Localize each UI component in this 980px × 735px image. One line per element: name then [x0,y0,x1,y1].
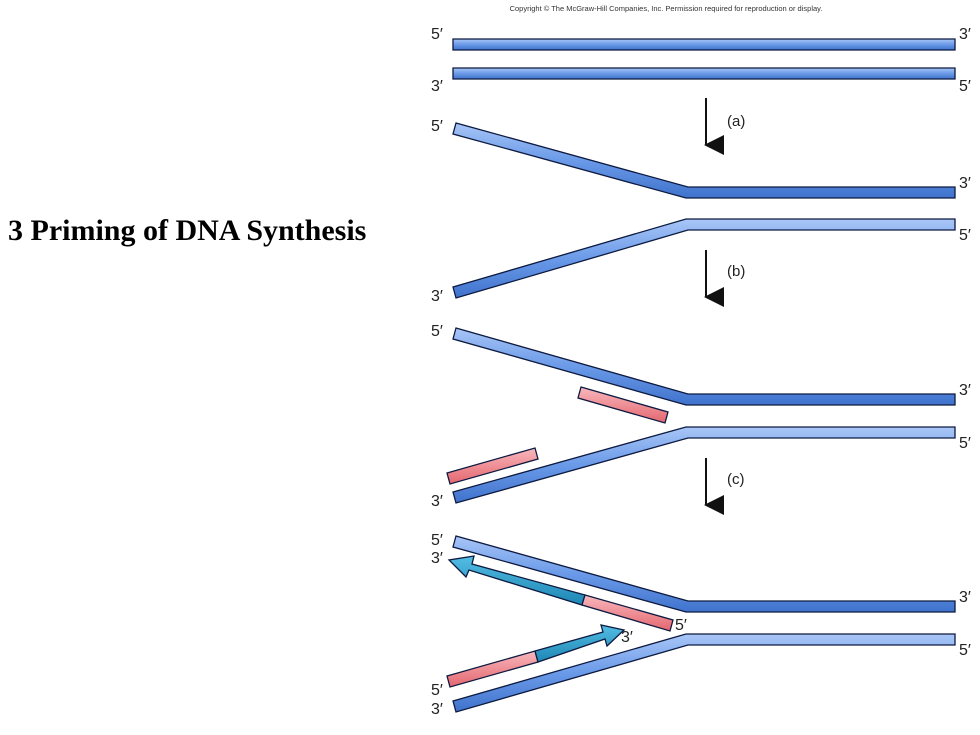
dna-strand-top [452,38,956,51]
end-label-5prime: 5′ [431,532,443,549]
copyright-notice: Copyright © The McGraw-Hill Companies, I… [510,4,823,13]
dna-strand-top [452,122,956,199]
synthesis-strands: 5′ 3′ 3′ 5′ 3′ 5′ 5′ 3′ [431,532,971,718]
end-label-3prime: 3′ [431,288,443,305]
primed-strands: 5′ 3′ 5′ 3′ [431,323,971,510]
dna-strand-top [452,327,956,406]
rna-primer [581,594,674,632]
end-label-5prime: 5′ [431,118,443,135]
end-label-5prime: 5′ [959,642,971,659]
rna-primer [446,447,539,485]
step-a: (a) [704,98,745,155]
dna-strand-bottom [452,218,956,299]
step-b: (b) [704,250,745,307]
step-label: (a) [727,113,745,130]
end-label-3prime: 3′ [959,382,971,399]
step-label: (b) [727,263,745,280]
dna-strand-bottom [452,633,956,713]
initial-duplex: 5′ 3′ 3′ 5′ [431,26,971,95]
rna-primer [577,386,669,424]
dna-strand-bottom [452,67,956,80]
end-label-5prime: 5′ [959,227,971,244]
end-label-5prime: 5′ [959,78,971,95]
end-label-3prime: 3′ [431,78,443,95]
new-dna-strand-arrow [447,555,586,606]
end-label-5prime: 5′ [431,682,443,699]
new-dna-strand-arrow [534,624,626,663]
step-c: (c) [704,458,745,515]
dna-strand-top [452,535,956,613]
end-label-5prime: 5′ [675,617,687,634]
end-label-5prime: 5′ [431,323,443,340]
end-label-3prime: 3′ [431,550,443,567]
end-label-3prime: 3′ [959,175,971,192]
end-label-3prime: 3′ [431,493,443,510]
step-label: (c) [727,471,745,488]
end-label-3prime: 3′ [959,589,971,606]
dna-strand-bottom [452,426,956,504]
end-label-3prime: 3′ [431,701,443,718]
separated-strands: 5′ 3′ 5′ 3′ [431,118,971,305]
end-label-3prime: 3′ [621,629,633,646]
end-label-5prime: 5′ [959,435,971,452]
end-label-3prime: 3′ [959,26,971,43]
slide-title: 3 Priming of DNA Synthesis [8,214,367,247]
end-label-5prime: 5′ [431,26,443,43]
